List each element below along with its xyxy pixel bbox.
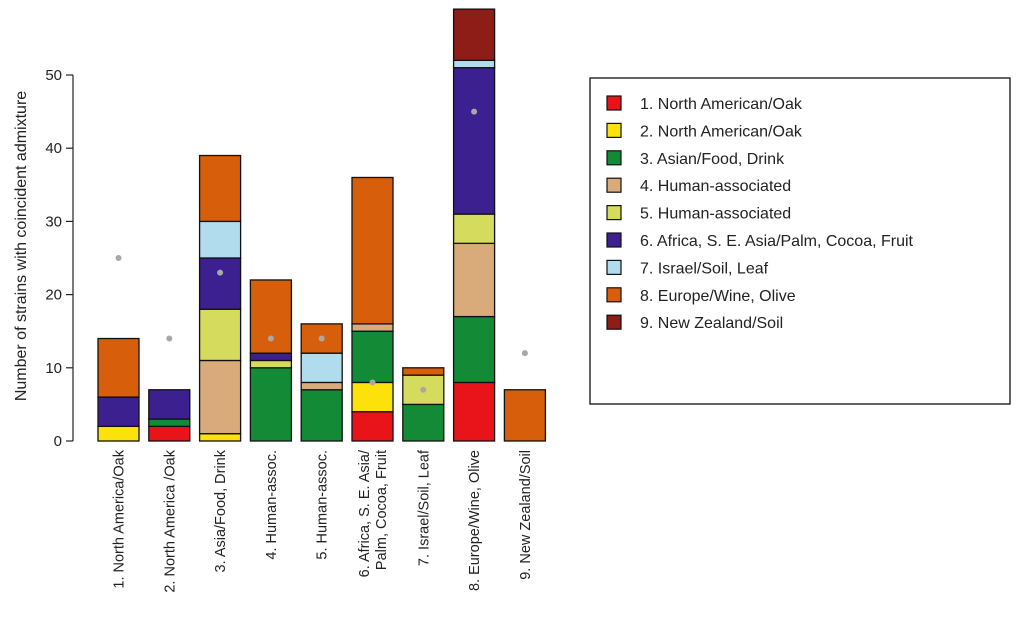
y-tick-label-40: 40 xyxy=(45,140,62,157)
point-7 xyxy=(420,386,427,393)
y-tick-label-20: 20 xyxy=(45,287,62,304)
category-label-7: 7. Israel/Soil, Leaf xyxy=(416,449,432,566)
bar-segment-8-5 xyxy=(452,213,496,245)
bar-segment-6-3 xyxy=(351,330,394,384)
bar-segment-6-8 xyxy=(351,176,394,325)
legend-label-7: 7. Israel/Soil, Leaf xyxy=(640,260,769,277)
legend-label-4: 4. Human-associated xyxy=(640,178,791,195)
bar-segment-8-7 xyxy=(452,59,496,69)
point-3 xyxy=(217,269,224,276)
category-label-9: 9. New Zealand/Soil xyxy=(518,450,534,580)
bar-segment-7-8 xyxy=(402,367,445,376)
legend-swatch-9 xyxy=(606,314,622,330)
bar-segment-8-3 xyxy=(452,315,496,384)
bar-segment-8-4 xyxy=(452,242,496,318)
category-label-6: 6. Africa, S. E. Asia/Palm, Cocoa, Fruit xyxy=(357,449,390,577)
point-6 xyxy=(369,379,376,386)
bar-segment-5-3 xyxy=(300,389,343,442)
category-label-4: 4. Human-assoc. xyxy=(264,450,280,560)
y-axis: 0 10 20 30 40 50 xyxy=(45,67,74,450)
legend-swatch-4 xyxy=(606,177,622,193)
points-layer xyxy=(115,108,528,393)
bar-segment-3-7 xyxy=(198,220,242,259)
legend-label-8: 8. Europe/Wine, Olive xyxy=(640,288,796,305)
legend-swatch-2 xyxy=(606,122,622,139)
y-axis-title: Number of strains with coincident admixt… xyxy=(13,91,30,401)
bar-segment-8-1 xyxy=(452,381,496,442)
bar-segment-4-3 xyxy=(249,367,293,442)
legend-swatch-5 xyxy=(606,205,622,221)
y-tick-label-50: 50 xyxy=(45,67,62,84)
bar-segment-1-2 xyxy=(97,425,140,442)
legend-box xyxy=(589,77,1011,405)
point-2 xyxy=(166,335,173,342)
legend-label-3: 3. Asian/Food, Drink xyxy=(640,151,785,168)
bar-segment-6-4 xyxy=(351,323,394,332)
y-tick-label-0: 0 xyxy=(54,433,62,450)
y-tick-label-10: 10 xyxy=(45,360,62,377)
bar-segment-8-6 xyxy=(452,67,496,215)
legend-label-5: 5. Human-associated xyxy=(640,206,791,223)
point-9 xyxy=(521,350,528,357)
bar-segment-2-3 xyxy=(148,418,191,428)
bar-segment-5-7 xyxy=(300,352,343,384)
bar-segment-4-5 xyxy=(249,359,293,369)
y-tick-label-30: 30 xyxy=(45,213,62,230)
bar-segment-3-5 xyxy=(198,308,242,362)
bar-segment-5-8 xyxy=(300,323,343,354)
legend: 1. North American/Oak 2. North American/O… xyxy=(589,77,1011,405)
category-label-3: 3. Asia/Food, Drink xyxy=(213,449,229,572)
point-4 xyxy=(267,335,274,342)
legend-swatch-6 xyxy=(606,232,622,248)
bar-segment-4-8 xyxy=(249,279,293,354)
bar-segment-6-2 xyxy=(351,381,394,413)
legend-label-1: 1. North American/Oak xyxy=(640,96,803,113)
point-1 xyxy=(115,255,122,261)
bar-segment-1-8 xyxy=(97,337,140,398)
category-label-8: 8. Europe/Wine, Olive xyxy=(467,450,483,591)
bar-segment-1-6 xyxy=(97,396,140,428)
bar-segment-5-4 xyxy=(300,381,343,391)
category-label-2: 2. North America /Oak xyxy=(162,449,178,592)
legend-swatch-3 xyxy=(606,150,622,166)
bar-segment-7-3 xyxy=(402,403,445,442)
legend-label-6: 6. Africa, S. E. Asia/Palm, Cocoa, Fruit xyxy=(640,233,914,250)
category-labels: 1. North America/Oak 2. North America /Oa… xyxy=(112,449,534,593)
legend-swatch-7 xyxy=(606,259,622,275)
bar-segment-3-8 xyxy=(198,154,242,223)
bar-segment-9-8 xyxy=(503,389,547,442)
bar-segment-8-9 xyxy=(452,8,496,62)
legend-label-9: 9. New Zealand/Soil xyxy=(640,315,783,332)
bar-segment-3-6 xyxy=(198,257,242,310)
bar-segment-2-6 xyxy=(148,389,191,420)
legend-swatch-1 xyxy=(606,95,622,111)
point-5 xyxy=(318,335,325,342)
point-8 xyxy=(471,108,478,115)
bar-segment-4-6 xyxy=(249,352,293,362)
category-label-1: 1. North America/Oak xyxy=(112,449,128,588)
bar-segment-2-1 xyxy=(148,425,191,442)
bars-layer xyxy=(97,8,547,442)
legend-label-2: 2. North American/Oak xyxy=(640,123,803,140)
bar-segment-3-2 xyxy=(198,433,242,442)
bar-segment-3-4 xyxy=(198,359,242,435)
bar-segment-6-1 xyxy=(351,411,394,442)
legend-swatch-8 xyxy=(606,287,622,303)
category-label-5: 5. Human-assoc. xyxy=(315,450,331,560)
